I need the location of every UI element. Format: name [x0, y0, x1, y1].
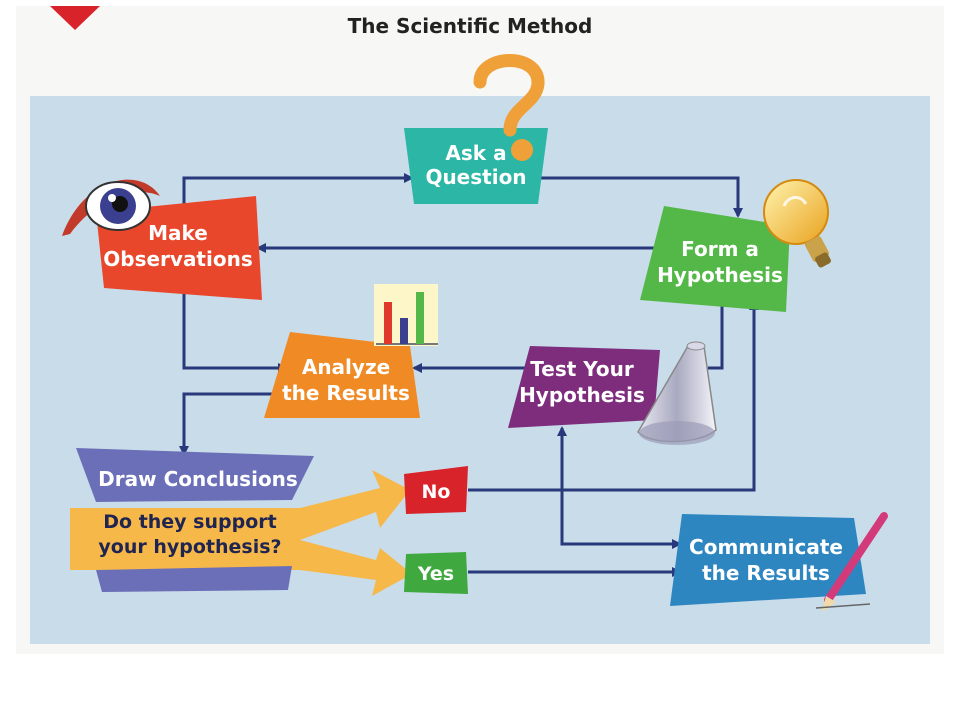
node-communicate-results[interactable]: Communicate the Results	[670, 514, 866, 606]
bar-chart-icon	[374, 284, 438, 346]
node-yes[interactable]: Yes	[404, 552, 468, 594]
node-ask-line1: Ask a	[445, 141, 506, 165]
node-observe-line2: Observations	[103, 247, 252, 271]
node-analyze-shape	[264, 332, 420, 418]
node-no[interactable]: No	[404, 466, 468, 514]
arrow-analyze-to-conclusions	[179, 392, 288, 456]
node-analyze-results[interactable]: Analyze the Results	[264, 332, 420, 418]
node-test-line1: Test Your	[530, 357, 634, 381]
node-conclusions-footer	[96, 566, 292, 592]
lightbulb-icon	[763, 179, 831, 268]
node-conclusions-label: Draw Conclusions	[98, 467, 298, 491]
node-hypothesis-shape	[640, 206, 790, 312]
question-line1: Do they support	[103, 511, 276, 533]
decision-arrow-yes	[70, 530, 412, 596]
node-communicate-shape	[670, 514, 866, 606]
node-yes-label: Yes	[417, 563, 454, 585]
node-test-shape	[508, 346, 660, 428]
pencil-icon	[815, 512, 888, 612]
question-line2: your hypothesis?	[98, 536, 281, 558]
arrow-ask-to-hypothesis	[538, 176, 743, 218]
node-hypothesis-line2: Hypothesis	[657, 263, 783, 287]
arrow-observe-to-analyze	[182, 290, 288, 373]
node-draw-conclusions[interactable]: Draw Conclusions Do they support your hy…	[76, 448, 314, 592]
node-communicate-line1: Communicate	[689, 535, 843, 559]
node-analyze-line2: the Results	[282, 381, 410, 405]
node-no-label: No	[422, 481, 451, 503]
arrow-hypothesis-to-test	[708, 300, 724, 370]
node-test-line2: Hypothesis	[519, 383, 645, 407]
node-communicate-line2: the Results	[702, 561, 830, 585]
node-ask-line2: Question	[425, 165, 526, 189]
eye-icon	[62, 179, 160, 236]
node-analyze-line1: Analyze	[302, 355, 390, 379]
node-ask-question[interactable]: Ask a Question	[404, 128, 548, 204]
node-hypothesis-line1: Form a	[681, 237, 759, 261]
decision-arrows	[70, 470, 412, 596]
arrow-observe-to-ask	[182, 173, 414, 205]
node-test-hypothesis[interactable]: Test Your Hypothesis	[508, 346, 660, 428]
question-mark-icon	[473, 54, 545, 161]
decision-arrow-no	[70, 470, 410, 540]
node-no-shape	[404, 466, 468, 514]
node-yes-shape	[404, 552, 468, 594]
diagram-title: The Scientific Method	[347, 14, 593, 38]
corner-tab	[50, 6, 100, 30]
node-conclusions-header	[76, 448, 314, 502]
flow-arrows	[179, 173, 759, 577]
flask-icon	[637, 341, 717, 445]
node-observe-line1: Make	[148, 221, 208, 245]
node-form-hypothesis[interactable]: Form a Hypothesis	[640, 206, 790, 312]
